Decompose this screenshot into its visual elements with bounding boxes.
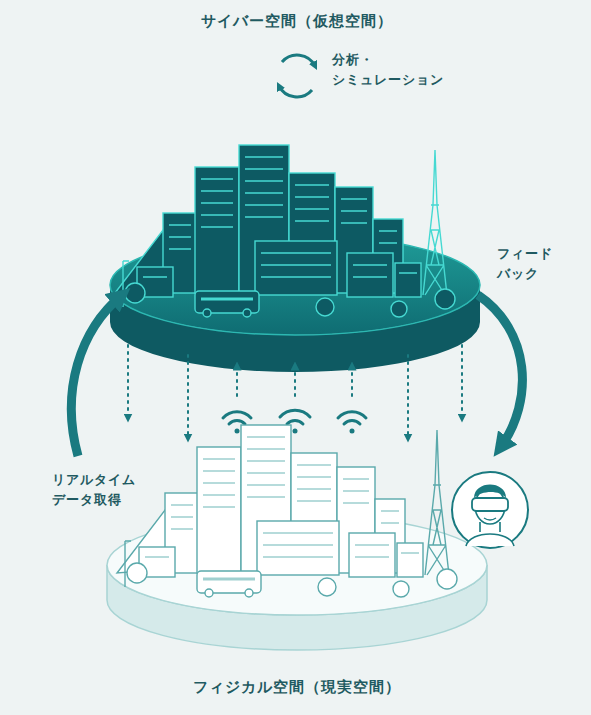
physical-city	[107, 425, 487, 650]
flow-arrow	[71, 295, 122, 456]
flow-arrow	[478, 295, 522, 448]
vr-person	[452, 472, 528, 548]
cyber-city	[110, 145, 480, 372]
space-region: フィジカル空間（現実空間）	[70, 448, 500, 710]
space-heading: フィジカル空間（現実空間）	[193, 678, 401, 697]
process-label: 分析・ シミュレーション	[332, 50, 444, 90]
flow-label: リアルタイム データ取得	[52, 470, 136, 510]
cycle-arrows	[279, 55, 315, 97]
data-arrows	[128, 345, 462, 438]
space-heading: サイバー空間（仮想空間）	[201, 12, 393, 31]
space-region: サイバー空間（仮想空間）	[108, 8, 484, 370]
flow-label: フィード バック	[497, 244, 553, 284]
